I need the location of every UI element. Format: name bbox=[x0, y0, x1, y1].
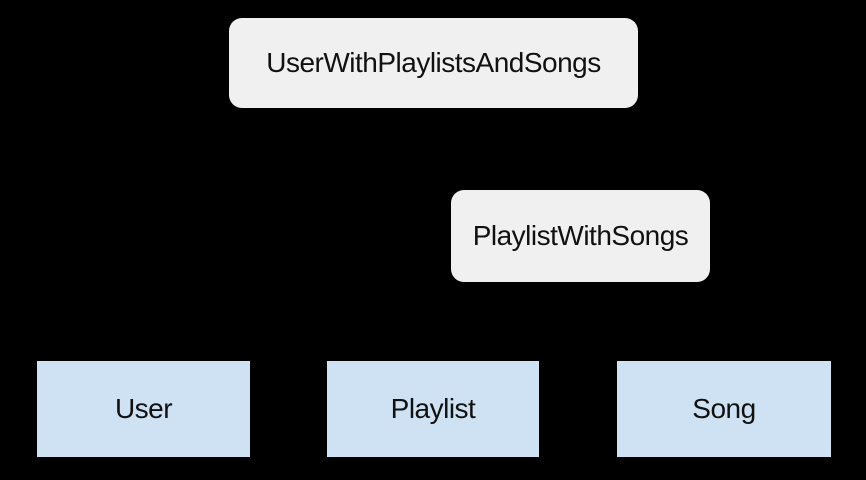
node-label: Playlist bbox=[390, 393, 476, 424]
diagram-node-playlist-with-songs: PlaylistWithSongs bbox=[451, 190, 710, 282]
diagram-node-user-with-playlists-and-songs: UserWithPlaylistsAndSongs bbox=[229, 18, 638, 108]
diagram-node-playlist: Playlist bbox=[326, 360, 540, 458]
diagram-node-user: User bbox=[36, 360, 251, 458]
node-label: Song bbox=[692, 393, 756, 424]
node-label: User bbox=[114, 393, 173, 424]
node-label: PlaylistWithSongs bbox=[472, 220, 689, 251]
diagram-node-song: Song bbox=[616, 360, 832, 458]
node-label: UserWithPlaylistsAndSongs bbox=[266, 47, 601, 78]
